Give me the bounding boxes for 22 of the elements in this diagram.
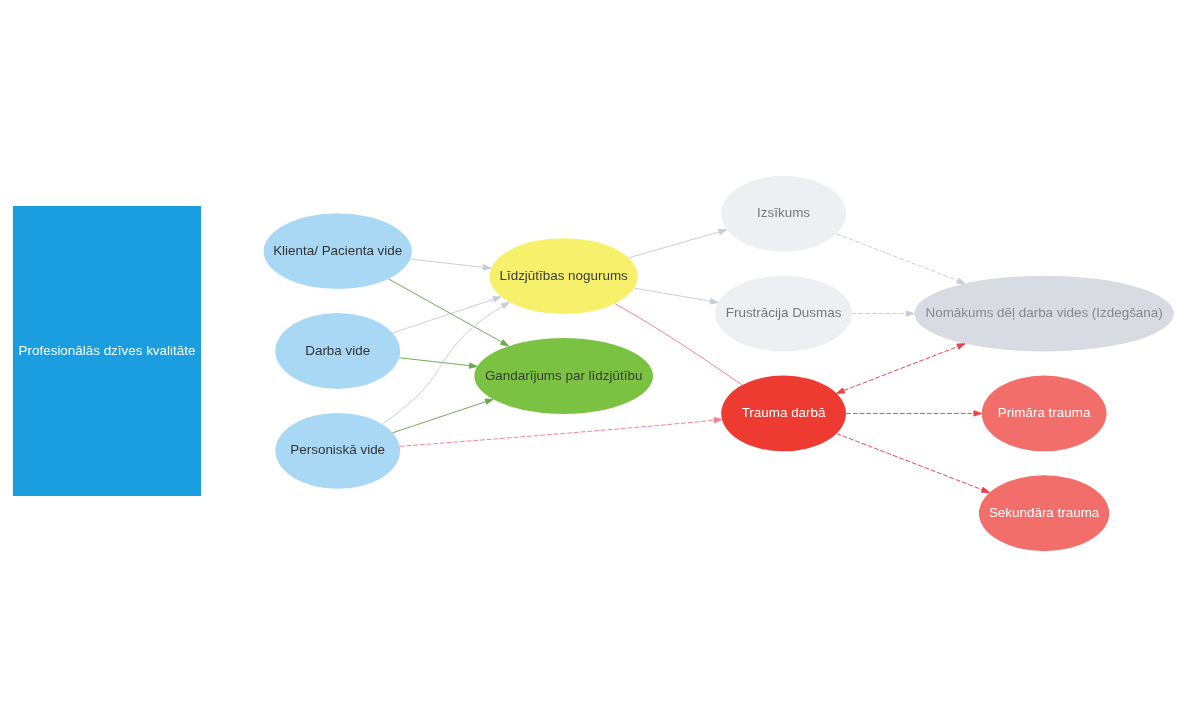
arrow — [388, 278, 510, 347]
node-ellipse: Izsīkums — [721, 175, 846, 252]
arrow — [399, 417, 723, 447]
arrow — [392, 296, 502, 334]
arrow — [633, 287, 719, 305]
arrow — [851, 310, 915, 317]
node-ellipse: Frustrācija Dusmas — [715, 275, 852, 352]
arrow — [392, 398, 494, 434]
connector — [614, 303, 743, 386]
arrow — [381, 301, 510, 425]
arrow — [836, 233, 966, 284]
arrow — [410, 258, 492, 271]
node-ellipse: Personiskā vide — [275, 412, 401, 489]
node-ellipse: Klienta/ Pacienta vide — [263, 213, 412, 290]
arrow — [845, 410, 983, 417]
node-box: Profesionālās dzīves kvalitāte — [12, 206, 202, 496]
node-ellipse: Primāra trauma — [981, 375, 1107, 452]
arrow — [836, 433, 990, 493]
arrow — [398, 357, 478, 369]
arrow — [836, 343, 966, 394]
arrow — [628, 228, 728, 259]
node-ellipse: Darba vide — [275, 313, 401, 389]
